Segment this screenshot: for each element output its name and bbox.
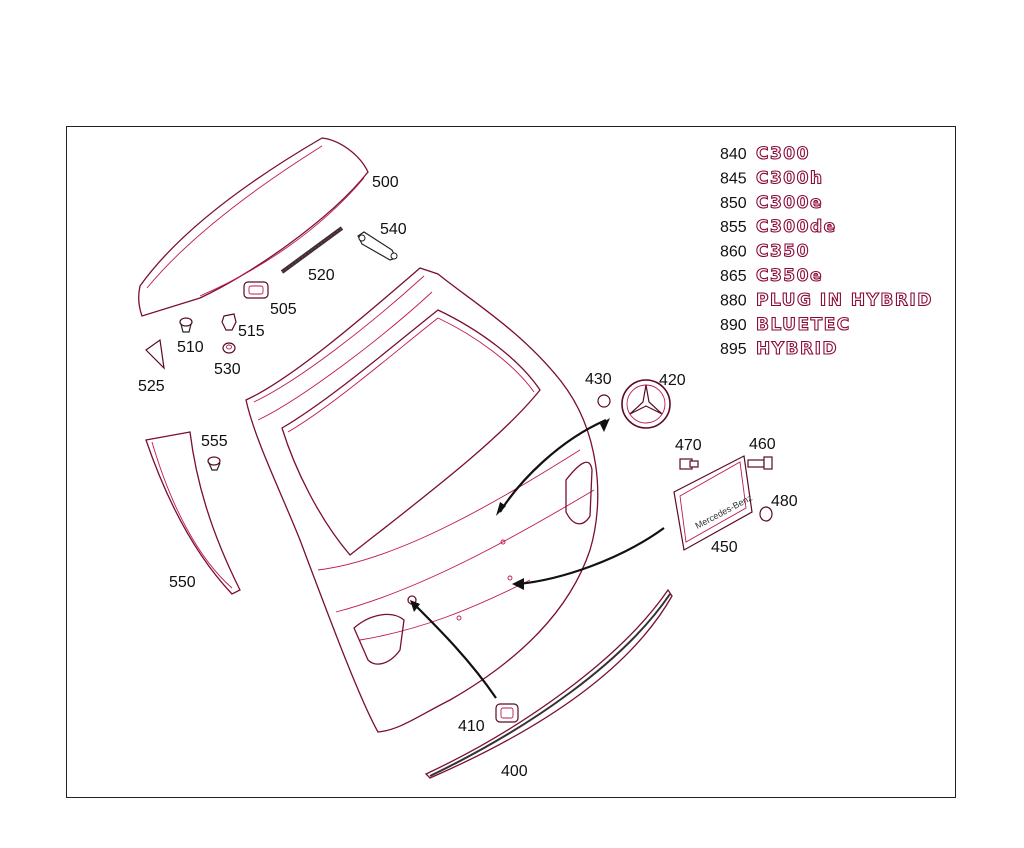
callout-500: 500: [372, 174, 399, 191]
badge-code-855: 855: [720, 219, 747, 236]
part-500-spoiler: [138, 137, 369, 317]
part-430-grommet: [597, 394, 611, 408]
assembly-arrows: [410, 418, 665, 699]
badge-name-895: HYBRID: [756, 339, 838, 359]
part-470-bolt: [679, 458, 699, 470]
part-520-strip: [280, 226, 344, 274]
badge-code-850: 850: [720, 195, 747, 212]
badge-name-850: C300e: [756, 193, 823, 213]
badge-code-895: 895: [720, 341, 747, 358]
badge-list: 840 C300 845 C300h 850 C300e 855 C300de 860 C350 8…: [720, 143, 933, 359]
callout-520: 520: [308, 267, 335, 284]
callout-505: 505: [270, 301, 297, 318]
callout-400: 400: [501, 763, 528, 780]
badge-code-865: 865: [720, 268, 747, 285]
tailgate-body: [245, 267, 599, 733]
badge-code-860: 860: [720, 244, 747, 261]
badge-code-840: 840: [720, 146, 747, 163]
badge-name-855: C300de: [756, 217, 837, 237]
badge-name-845: C300h: [756, 168, 824, 188]
callout-480: 480: [771, 493, 798, 510]
part-510-clip: [179, 317, 193, 333]
badge-name-840: C300: [756, 144, 810, 164]
badge-code-845: 845: [720, 170, 747, 187]
part-525-cover: [145, 338, 165, 370]
part-460-screw: [747, 456, 773, 470]
badge-name-880: PLUG IN HYBRID: [756, 290, 933, 310]
badge-code-880: 880: [720, 292, 747, 309]
callout-540: 540: [380, 221, 407, 238]
callout-510: 510: [177, 339, 204, 356]
part-515-clip: [221, 313, 237, 331]
callout-525: 525: [138, 378, 165, 395]
part-480-nut: [759, 506, 773, 522]
callout-420: 420: [659, 372, 686, 389]
callout-555: 555: [201, 433, 228, 450]
part-505: [243, 281, 269, 299]
badge-name-865: C350e: [756, 266, 823, 286]
callout-460: 460: [749, 436, 776, 453]
callout-550: 550: [169, 574, 196, 591]
callout-470: 470: [675, 437, 702, 454]
badge-name-890: BLUETEC: [756, 315, 851, 335]
part-410-handle: [495, 703, 519, 723]
part-540-bracket: [357, 231, 398, 261]
part-400-trim-strip: [424, 588, 673, 779]
badge-code-890: 890: [720, 317, 747, 334]
callout-410: 410: [458, 718, 485, 735]
part-450-plate-holder: Mercedes-Benz: [673, 455, 754, 551]
callout-430: 430: [585, 371, 612, 388]
part-420-star-emblem: [621, 379, 671, 429]
callout-450: 450: [711, 539, 738, 556]
part-530-nut: [222, 342, 236, 354]
callout-530: 530: [214, 361, 241, 378]
part-550-side-trim: [145, 431, 241, 595]
callout-515: 515: [238, 323, 265, 340]
part-555-clip: [207, 456, 221, 471]
badge-name-860: C350: [756, 242, 810, 262]
diagram-frame: [66, 126, 956, 798]
